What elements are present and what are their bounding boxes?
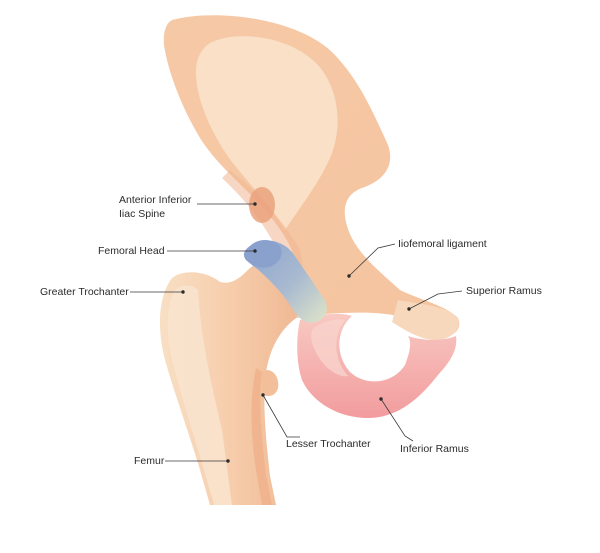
labels: Anterior Inferior Iiac Spine Femoral Hea… xyxy=(40,194,542,467)
femoral-head xyxy=(243,240,282,268)
label-anterior-inferior-iliac-spine-1: Anterior Inferior xyxy=(119,194,192,206)
dot-lesser-trochanter xyxy=(261,393,265,397)
dot-greater-trochanter xyxy=(181,290,185,294)
inferior-ramus-highlight xyxy=(311,319,348,377)
label-iliofemoral-ligament: Iiofemoral ligament xyxy=(398,238,487,250)
dot-superior-ramus xyxy=(407,307,411,311)
label-anterior-inferior-iliac-spine-2: Iiac Spine xyxy=(119,208,165,220)
superior-ramus xyxy=(392,300,459,340)
dot-femoral-head xyxy=(253,249,257,253)
dot-femur xyxy=(226,459,230,463)
label-lesser-trochanter: Lesser Trochanter xyxy=(286,438,371,450)
dot-anterior-inferior-iliac-spine xyxy=(253,202,257,206)
label-superior-ramus: Superior Ramus xyxy=(466,285,542,297)
femur-bone xyxy=(159,262,301,505)
lesser-trochanter xyxy=(262,370,279,396)
dot-inferior-ramus xyxy=(379,397,383,401)
label-femoral-head: Femoral Head xyxy=(98,245,165,257)
inferior-ramus xyxy=(297,313,457,418)
label-femur: Femur xyxy=(134,455,165,467)
leader-lesser-trochanter xyxy=(262,394,300,438)
leader-inferior-ramus xyxy=(380,398,414,442)
femur-shadow xyxy=(251,368,272,505)
anterior-inferior-iliac-spine xyxy=(249,187,275,223)
dot-iliofemoral-ligament xyxy=(347,274,351,278)
femur-highlight xyxy=(167,285,232,505)
leader-superior-ramus xyxy=(408,290,463,310)
label-greater-trochanter: Greater Trochanter xyxy=(40,286,129,298)
joint xyxy=(243,240,327,323)
label-inferior-ramus: Inferior Ramus xyxy=(400,443,469,455)
iliac-fossa-highlight xyxy=(196,36,338,230)
leader-iliofemoral-ligament xyxy=(348,243,396,277)
